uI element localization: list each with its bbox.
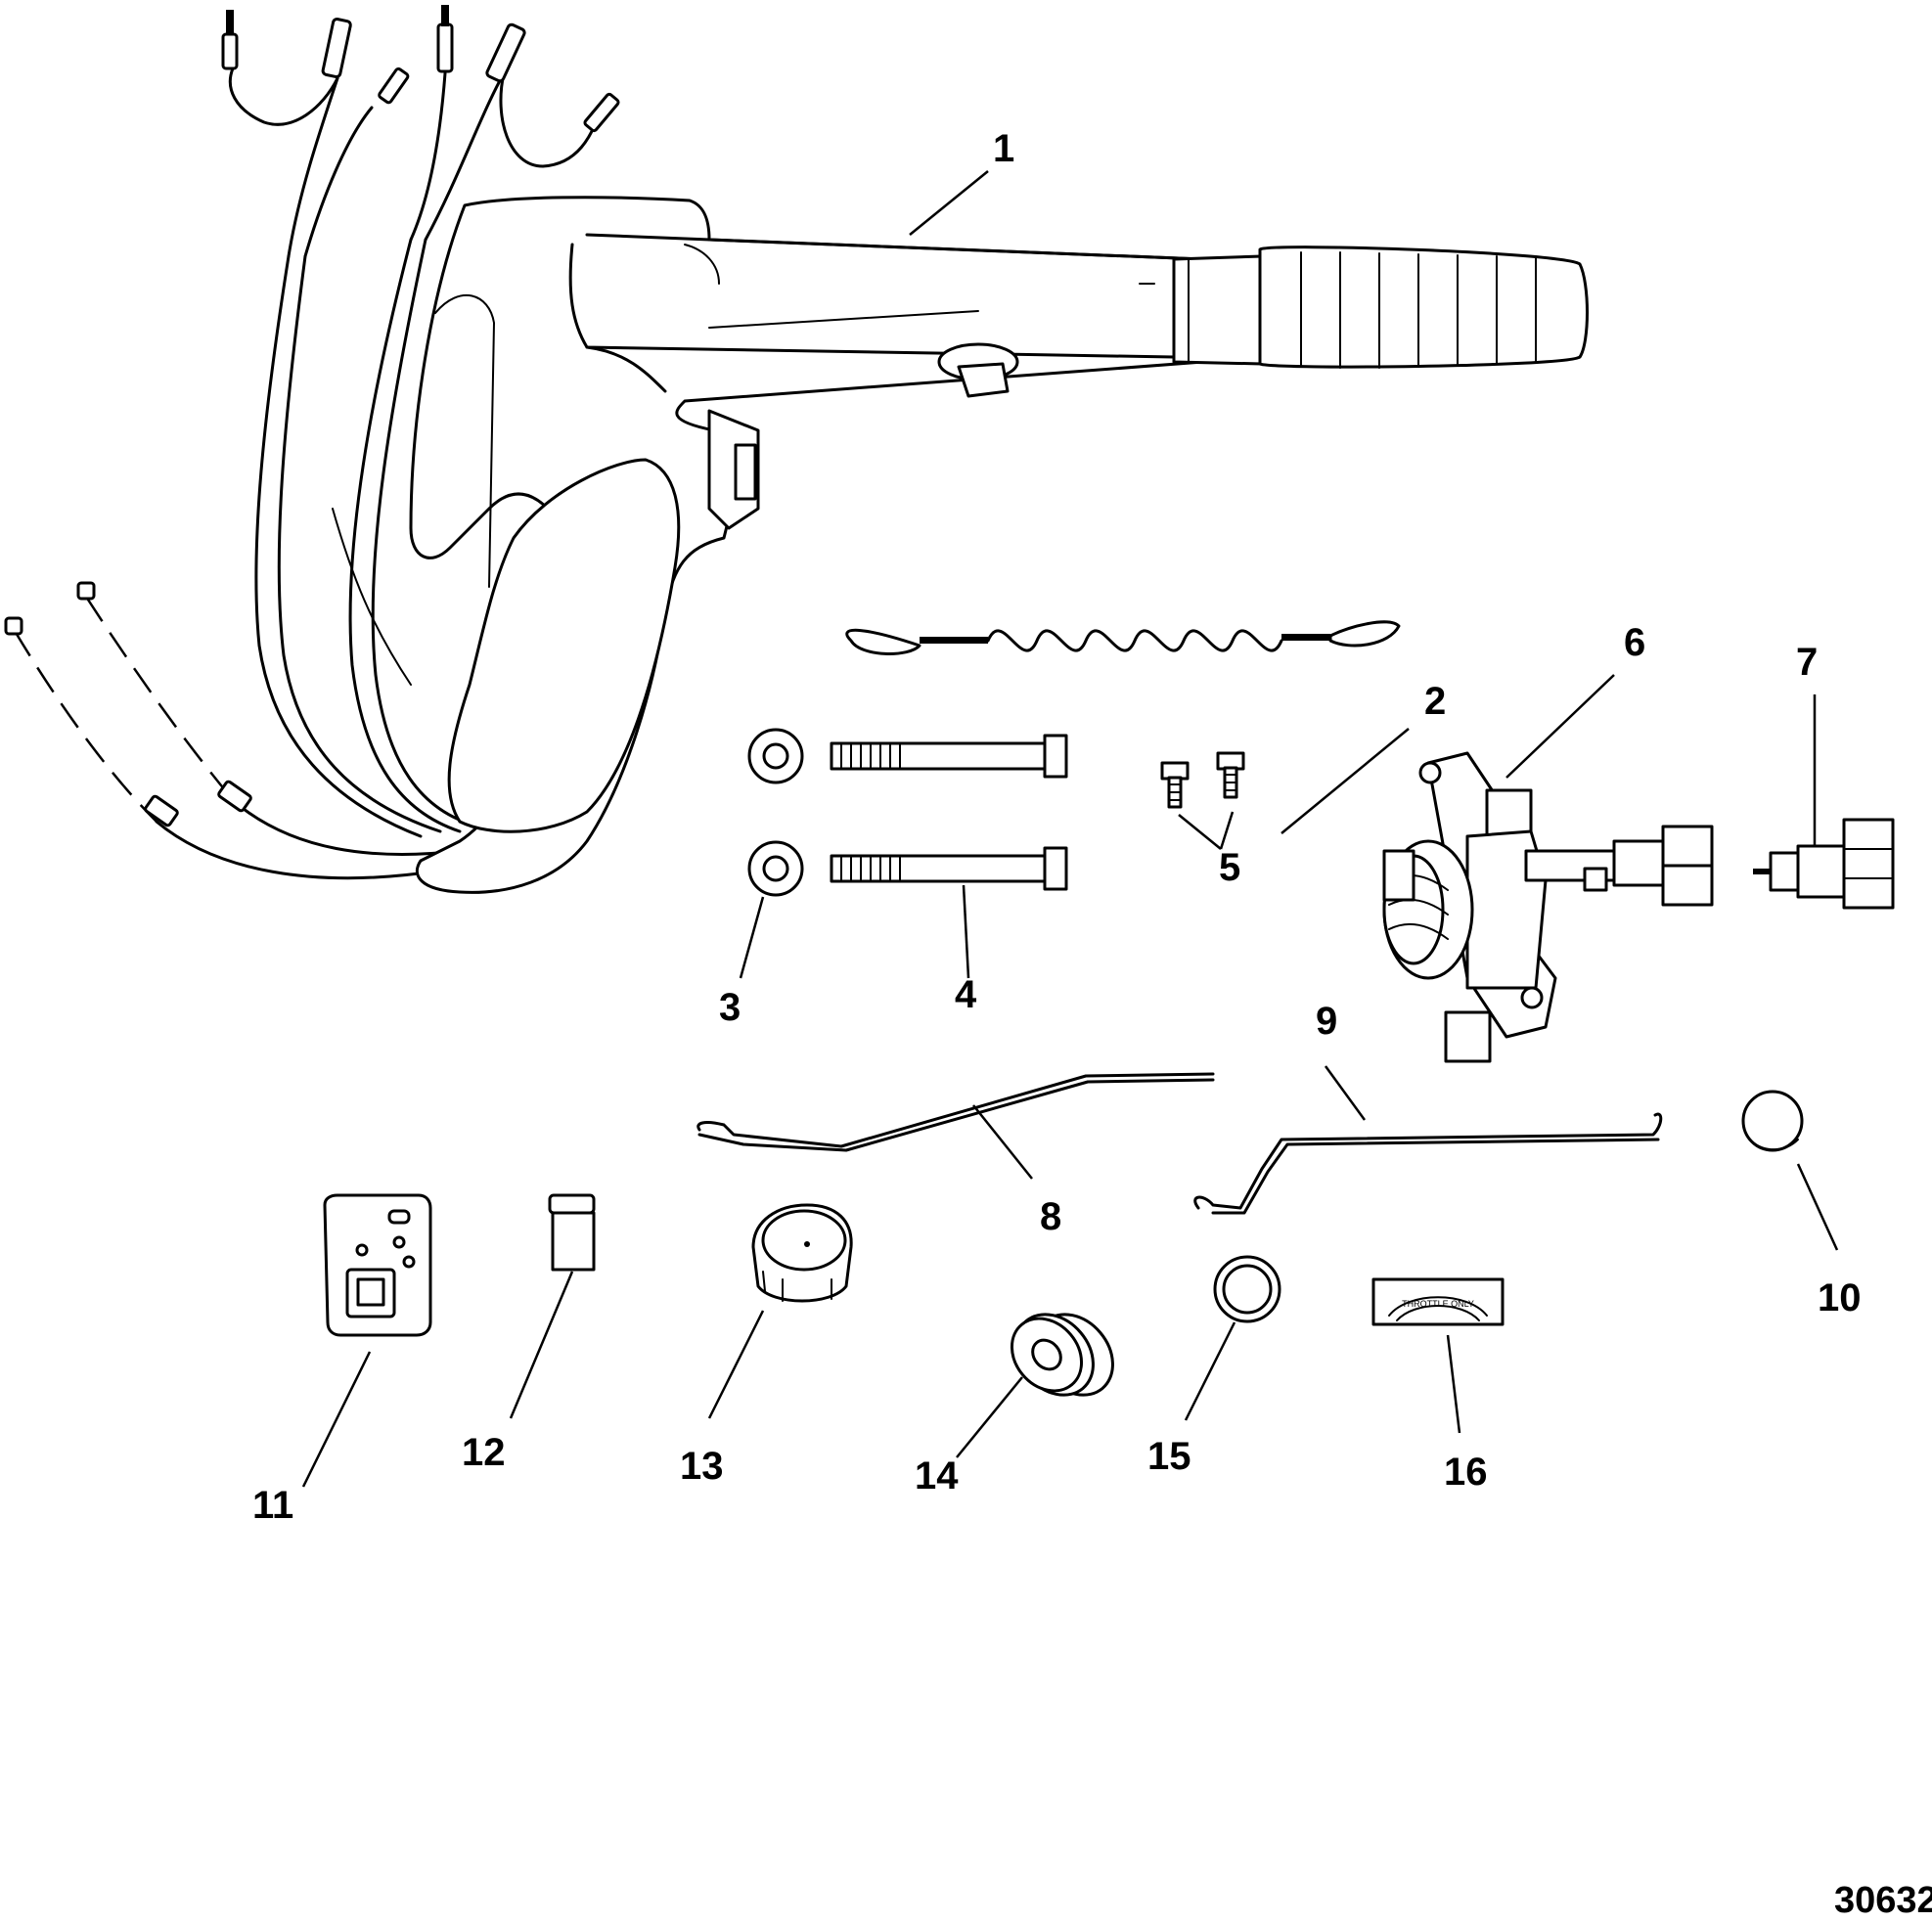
callout-3: 3 xyxy=(719,986,741,1029)
callout-15: 15 xyxy=(1147,1435,1191,1478)
decal-text: THROTTLE ONLY xyxy=(1402,1299,1474,1309)
tiller-handle-assembly: 1 xyxy=(4,5,1589,894)
o-ring-15: 15 xyxy=(1147,1255,1281,1478)
callout-1: 1 xyxy=(993,127,1014,170)
link-rod-8: 8 xyxy=(696,1072,1215,1238)
bolts: 4 xyxy=(830,734,1068,1016)
callout-5: 5 xyxy=(1219,846,1240,889)
callout-16: 16 xyxy=(1444,1451,1488,1494)
callout-4: 4 xyxy=(955,973,977,1016)
clip-12: 12 xyxy=(462,1193,596,1474)
throttle-only-decal: THROTTLE ONLY 16 xyxy=(1371,1277,1505,1494)
callout-11: 11 xyxy=(252,1484,293,1527)
screws: 5 xyxy=(1160,751,1245,889)
handle-body xyxy=(332,196,1589,894)
callout-2: 2 xyxy=(1424,680,1446,723)
callout-10: 10 xyxy=(1818,1276,1862,1319)
callout-8: 8 xyxy=(1040,1195,1061,1238)
knob-10: 10 xyxy=(1741,1090,1862,1319)
grommet-14: 14 xyxy=(915,1313,1114,1497)
callout-12: 12 xyxy=(462,1431,506,1474)
link-rod-9: 9 xyxy=(1193,1000,1663,1215)
kill-switch: 7 xyxy=(1753,641,1895,910)
callout-6: 6 xyxy=(1624,621,1645,664)
callout-14: 14 xyxy=(915,1454,959,1497)
cap-13: 13 xyxy=(680,1203,853,1488)
wire-harness xyxy=(221,5,620,838)
callout-7: 7 xyxy=(1796,641,1818,684)
figure-number: 30632 xyxy=(1834,1880,1932,1921)
throttle-shift-assembly: 6 xyxy=(1382,621,1714,1063)
switch-plate: 11 xyxy=(252,1193,432,1527)
callout-2-group: 2 xyxy=(1281,680,1446,834)
washers: 3 xyxy=(719,728,804,1029)
callout-9: 9 xyxy=(1316,1000,1337,1043)
lanyard-cord xyxy=(845,620,1401,655)
control-cables xyxy=(4,581,462,880)
callout-13: 13 xyxy=(680,1445,724,1488)
